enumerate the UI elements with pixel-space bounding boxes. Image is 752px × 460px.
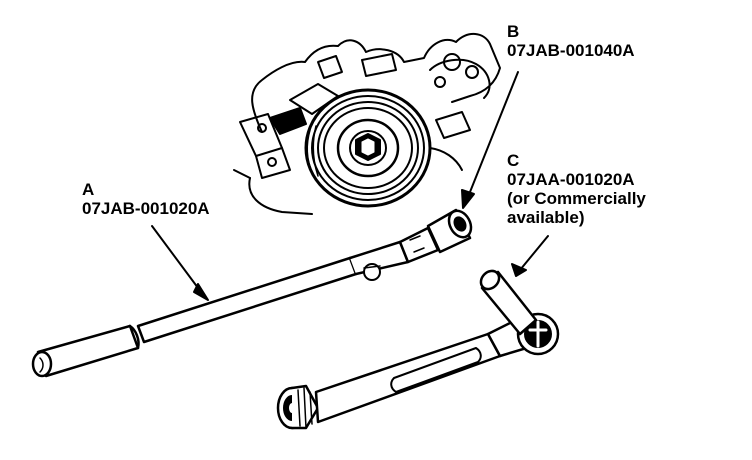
leader-arrow-c	[519, 235, 549, 271]
callout-b: B 07JAB-001040A	[507, 22, 635, 60]
engine-block	[233, 33, 501, 215]
callout-b-part-number: 07JAB-001040A	[507, 41, 635, 60]
callout-a: A 07JAB-001020A	[82, 180, 210, 218]
socket-b	[426, 208, 473, 254]
callout-a-letter: A	[82, 180, 95, 199]
leader-arrows	[151, 71, 549, 301]
leader-arrow-b	[465, 71, 519, 203]
callout-c: C 07JAA-001020A (or Commercially availab…	[507, 151, 646, 227]
torque-wrench-c	[276, 269, 560, 430]
callout-c-letter: C	[507, 151, 520, 170]
callout-c-note-line2: available)	[507, 208, 585, 227]
leader-arrow-a	[151, 225, 205, 297]
callout-a-part-number: 07JAB-001020A	[82, 199, 210, 218]
crankshaft-pulley	[304, 88, 432, 208]
callout-c-part-number: 07JAA-001020A	[507, 170, 635, 189]
torque-wrench-a	[31, 226, 440, 378]
callout-c-note-line1: (or Commercially	[507, 189, 646, 208]
callout-b-letter: B	[507, 22, 520, 41]
